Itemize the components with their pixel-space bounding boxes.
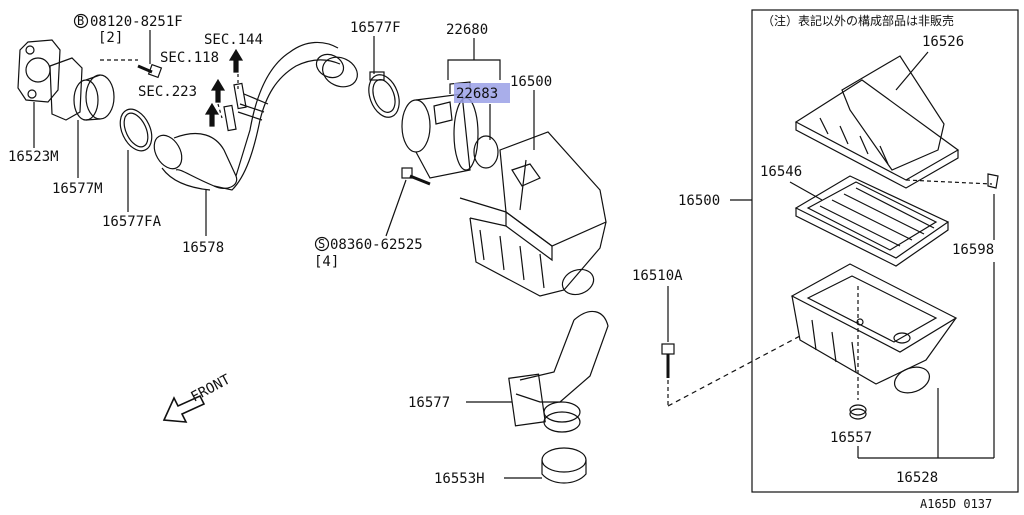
- label-16500-right: 16500: [678, 193, 720, 209]
- air-cleaner-assembly[interactable]: [459, 131, 607, 299]
- screw-mark-circle: [314, 236, 330, 252]
- label-16557: 16557: [830, 430, 872, 446]
- label-22683[interactable]: 22683: [456, 86, 498, 102]
- bolt-mark: B: [77, 14, 84, 28]
- label-16526: 16526: [922, 34, 964, 50]
- arrow-sec-118: [210, 78, 226, 103]
- label-16523m: 16523M: [8, 149, 59, 165]
- grommet-16553h[interactable]: [541, 447, 587, 484]
- seal-22683[interactable]: [473, 135, 499, 169]
- label-22680: 22680: [446, 22, 488, 38]
- label-16500-top: 16500: [510, 74, 552, 90]
- screw-number: 08360-62525: [330, 237, 423, 253]
- clamp-16577f[interactable]: [363, 71, 404, 122]
- screw-qty: [4]: [314, 254, 339, 270]
- detail-box: [751, 9, 1019, 493]
- label-16553h: 16553H: [434, 471, 485, 487]
- filter-element-16546[interactable]: [794, 175, 950, 267]
- bolt-mark-circle: [73, 13, 89, 29]
- sec-144-label: SEC.144: [204, 32, 263, 48]
- arrow-sec-144: [228, 48, 244, 73]
- label-16546: 16546: [760, 164, 802, 180]
- lower-case-16528[interactable]: [790, 263, 958, 397]
- sec-223-label: SEC.223: [138, 84, 197, 100]
- label-16578: 16578: [182, 240, 224, 256]
- highlight-22683: [454, 83, 510, 103]
- label-16577: 16577: [408, 395, 450, 411]
- sec-118-label: SEC.118: [160, 50, 219, 66]
- clamp-16577fa[interactable]: [114, 104, 158, 156]
- label-16577fa: 16577FA: [102, 214, 162, 230]
- screw-mark: S: [318, 237, 325, 251]
- bolt-top-qty: [2]: [98, 30, 123, 46]
- front-arrow-icon: [162, 394, 206, 423]
- grommet-16557[interactable]: [849, 404, 867, 420]
- note-text: （注）表記以外の構成部品は非販売: [762, 13, 954, 28]
- label-16510a: 16510A: [632, 268, 683, 284]
- intake-duct-16577[interactable]: [508, 310, 609, 433]
- air-duct-16578[interactable]: [149, 41, 363, 191]
- bolt-16510a[interactable]: [661, 343, 675, 378]
- arrow-sec-223: [204, 102, 220, 127]
- figure-code: A165D 0137: [920, 497, 992, 511]
- front-label: FRONT: [188, 371, 233, 405]
- bolt-08120[interactable]: [137, 63, 163, 79]
- label-16577f: 16577F: [350, 20, 401, 36]
- label-16577m: 16577M: [52, 181, 103, 197]
- label-16528: 16528: [896, 470, 938, 486]
- cover-16526[interactable]: [794, 55, 960, 189]
- gasket-16523m[interactable]: [17, 39, 61, 103]
- screw-08360[interactable]: [401, 167, 431, 186]
- label-16598: 16598: [952, 242, 994, 258]
- bolt-top-number: 08120-8251F: [90, 14, 183, 30]
- clip-16598[interactable]: [987, 173, 999, 189]
- adapter-16577m[interactable]: [49, 57, 115, 121]
